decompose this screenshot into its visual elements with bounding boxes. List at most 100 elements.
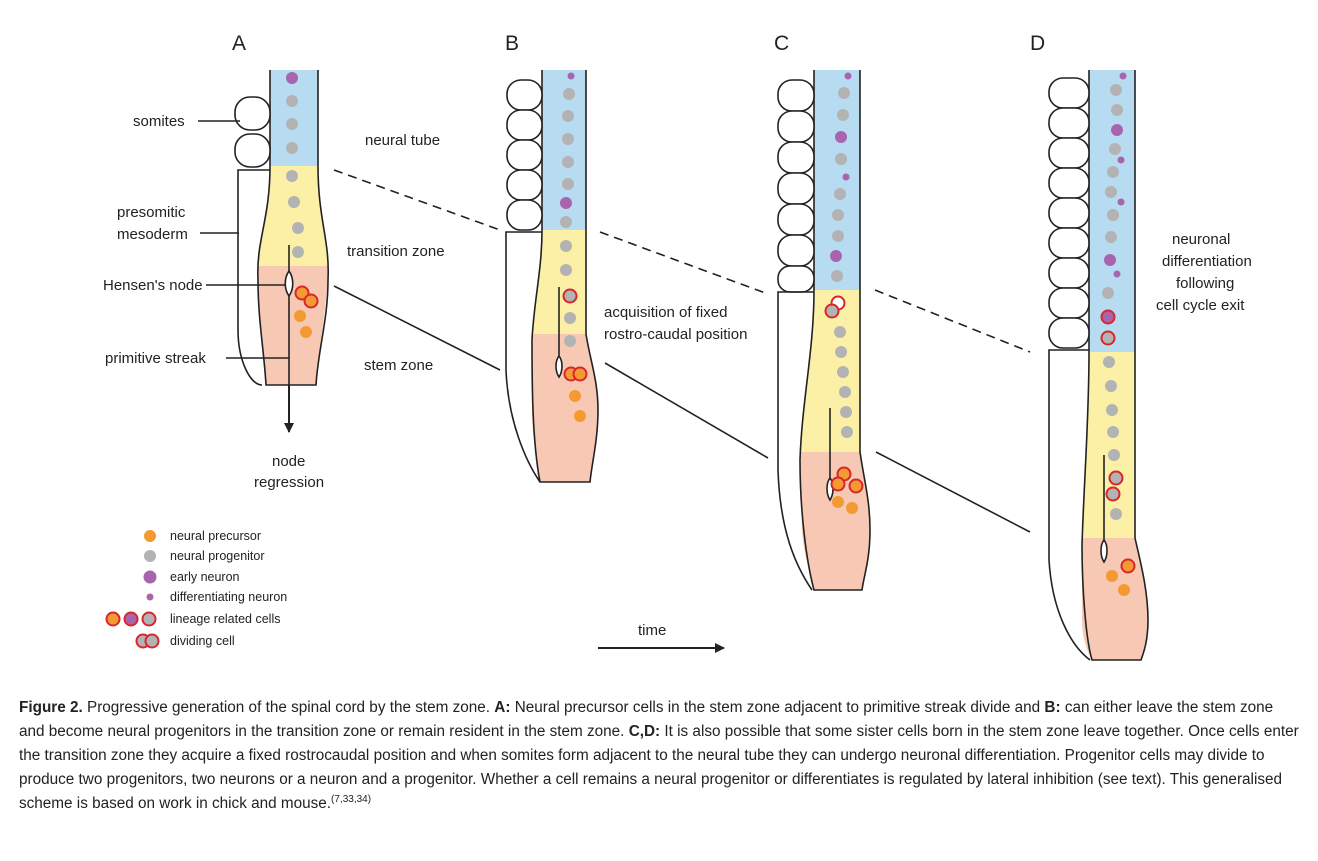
legend-swatch-lineage-neuron [125, 613, 138, 626]
legend-label: dividing cell [170, 634, 235, 648]
progenitor-cell [286, 95, 298, 107]
lineage-progenitor-cell [826, 305, 839, 318]
progenitor-cell [839, 386, 851, 398]
hensens-node [556, 356, 562, 377]
differentiating-neuron-cell [1114, 271, 1121, 278]
label-cell-cycle-exit: cell cycle exit [1156, 297, 1245, 314]
progenitor-cell [560, 216, 572, 228]
label-differentiation: differentiation [1162, 253, 1252, 270]
early-neuron-cell [1104, 254, 1116, 266]
label-transition-zone: transition zone [347, 243, 445, 260]
stem-zone [800, 452, 870, 590]
progenitor-cell [292, 222, 304, 234]
panel-letter-b: B [505, 32, 519, 55]
somite [235, 134, 270, 167]
somite [1049, 168, 1089, 198]
somite [778, 204, 814, 235]
stem-zone [1082, 538, 1148, 660]
progenitor-cell [835, 346, 847, 358]
panel-letter-c: C [774, 32, 789, 55]
lineage-progenitor-cell [1102, 332, 1115, 345]
somite [778, 142, 814, 173]
somite [1049, 138, 1089, 168]
hensens-node [285, 271, 293, 296]
precursor-cell [569, 390, 581, 402]
progenitor-cell [564, 335, 576, 347]
early-neuron-cell [560, 197, 572, 209]
progenitor-cell [837, 366, 849, 378]
precursor-cell [574, 410, 586, 422]
progenitor-cell [288, 196, 300, 208]
lineage-precursor-cell [305, 295, 318, 308]
progenitor-cell [292, 246, 304, 258]
legend: neural precursor neural progenitor early… [107, 529, 288, 648]
panel-a-embryo [235, 70, 328, 432]
progenitor-cell [1107, 166, 1119, 178]
precursor-cell [832, 496, 844, 508]
differentiating-neuron-cell [1118, 199, 1125, 206]
lineage-progenitor-cell [1107, 488, 1120, 501]
progenitor-cell [838, 87, 850, 99]
lineage-neuron-cell [1102, 311, 1115, 324]
progenitor-cell [1103, 356, 1115, 368]
somite [1049, 258, 1089, 288]
somite [507, 170, 542, 200]
boundary-line-bc-neural [600, 232, 768, 294]
somite [507, 80, 542, 110]
lineage-precursor-cell [832, 478, 845, 491]
label-time: time [638, 622, 666, 639]
progenitor-cell [286, 118, 298, 130]
caption-text-a: Neural precursor cells in the stem zone … [515, 699, 1040, 716]
early-neuron-cell [835, 131, 847, 143]
caption-label-b: B: [1044, 699, 1060, 716]
boundary-line-ab-neural [334, 170, 500, 230]
progenitor-cell [840, 406, 852, 418]
somite [778, 173, 814, 204]
somite [778, 266, 814, 292]
progenitor-cell [562, 178, 574, 190]
panel-c-embryo [778, 70, 870, 590]
progenitor-cell [1110, 508, 1122, 520]
lineage-precursor-cell [1122, 560, 1135, 573]
progenitor-cell [560, 264, 572, 276]
progenitor-cell [835, 153, 847, 165]
figure-caption: Figure 2. Progressive generation of the … [19, 696, 1301, 816]
hensens-node [1101, 540, 1107, 562]
progenitor-cell [562, 156, 574, 168]
caption-label-cd: C,D: [629, 723, 660, 740]
stem-zone [532, 334, 598, 482]
progenitor-cell [1106, 404, 1118, 416]
somite [507, 140, 542, 170]
precursor-cell [1106, 570, 1118, 582]
label-primitive-streak: primitive streak [105, 350, 206, 367]
progenitor-cell [837, 109, 849, 121]
precursor-cell [300, 326, 312, 338]
somite [1049, 198, 1089, 228]
somite [1049, 288, 1089, 318]
progenitor-cell [832, 230, 844, 242]
panel-letter-a: A [232, 32, 246, 55]
legend-swatch-dividing-cell [146, 635, 159, 648]
precursor-cell [1118, 584, 1130, 596]
legend-label: differentiating neuron [170, 590, 287, 604]
label-somites: somites [133, 113, 185, 130]
label-presomitic: presomitic [117, 204, 186, 221]
boundary-line-bc-stem [605, 363, 768, 458]
legend-label: neural precursor [170, 529, 261, 543]
progenitor-cell [1107, 426, 1119, 438]
label-node: node [272, 453, 305, 470]
progenitor-cell [831, 270, 843, 282]
progenitor-cell [562, 133, 574, 145]
panel-b-embryo [506, 70, 598, 482]
progenitor-cell [1107, 209, 1119, 221]
boundary-line-cd-neural [875, 290, 1030, 352]
progenitor-cell [563, 88, 575, 100]
panel-letter-d: D [1030, 32, 1045, 55]
somite [1049, 228, 1089, 258]
differentiating-neuron-cell [845, 73, 852, 80]
progenitor-cell [564, 312, 576, 324]
somite [507, 200, 542, 230]
panel-d-embryo [1049, 70, 1148, 660]
progenitor-cell [1102, 287, 1114, 299]
